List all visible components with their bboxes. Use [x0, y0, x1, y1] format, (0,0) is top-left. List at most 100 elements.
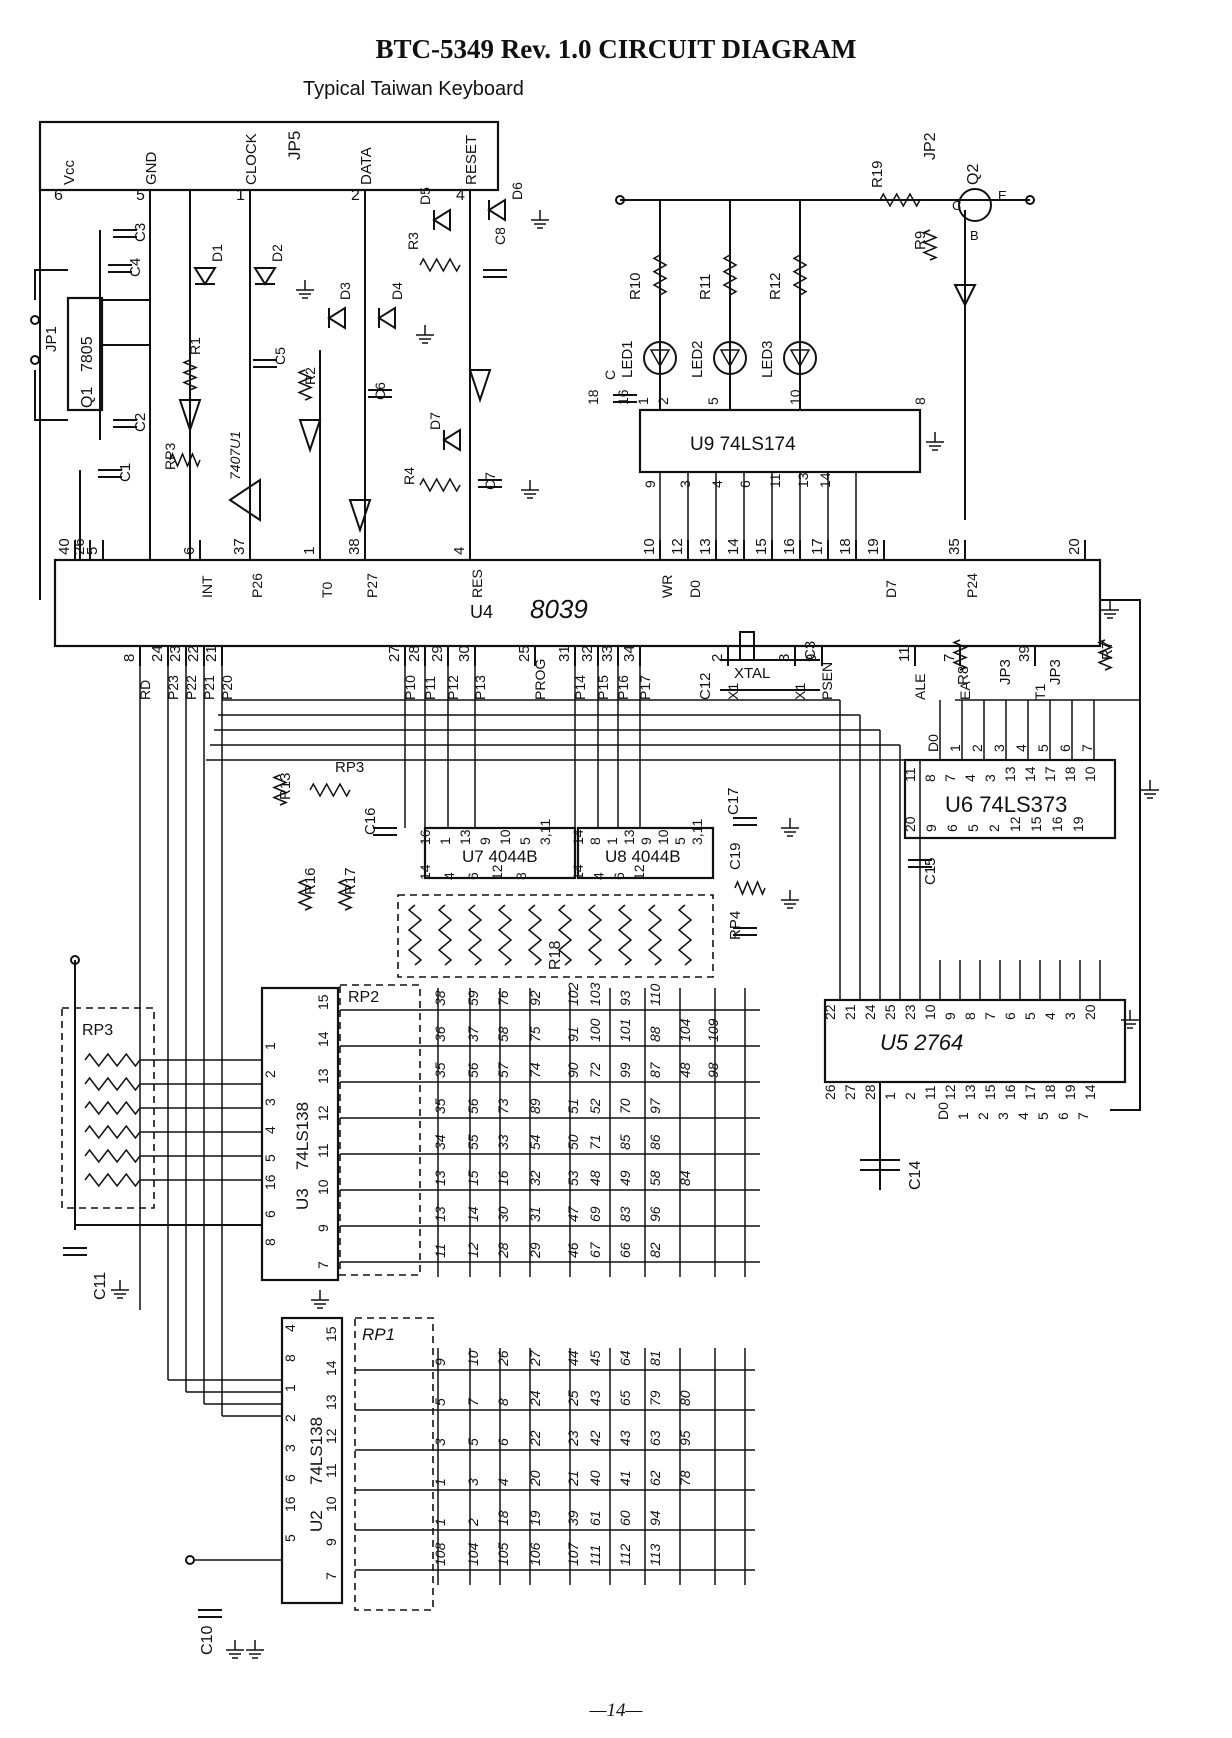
- mcu-pin-name: WR: [659, 575, 675, 598]
- ic-pin-number: 10: [315, 1179, 331, 1195]
- resistor: [297, 879, 313, 911]
- mcu-pin-number: 22: [185, 645, 202, 662]
- ic-pin-number: 10: [922, 1004, 938, 1020]
- ic-pin-number: 16: [1002, 1084, 1018, 1100]
- cap-c12: C12: [697, 672, 714, 700]
- mcu-part: 8039: [530, 594, 588, 624]
- diode: [487, 198, 506, 222]
- data-line-label: 6: [1057, 744, 1073, 752]
- mcu-pin-number: 15: [753, 538, 770, 555]
- mcu-pin-name: P11: [422, 676, 438, 700]
- data-line-label: 7: [1079, 744, 1095, 752]
- u2-ref: U2: [307, 1510, 326, 1532]
- matrix-key-code: 66: [617, 1242, 633, 1258]
- connector-pin-number: 1: [236, 187, 245, 204]
- ic-pin-number: 1: [604, 837, 620, 845]
- matrix-key-code: 34: [432, 1134, 448, 1150]
- matrix-key-code: 93: [617, 990, 633, 1006]
- mcu-pin-number: 40: [56, 538, 73, 555]
- mcu-pin-name: P22: [183, 675, 199, 700]
- mcu-pin-number: 17: [809, 538, 826, 555]
- ic-pin-number: 21: [842, 1004, 858, 1020]
- matrix-key-code: 63: [647, 1430, 663, 1446]
- matrix-key-code: 47: [565, 1205, 581, 1222]
- matrix-key-code: 102: [565, 982, 581, 1006]
- data-line-label: 1: [955, 1112, 971, 1120]
- matrix-key-code: 83: [617, 1206, 633, 1222]
- ic-pin-number: 19: [1070, 816, 1086, 832]
- ic-pin-number: 13: [315, 1068, 331, 1084]
- ic-pin-number: 5: [262, 1154, 278, 1162]
- data-line-label: 3: [991, 744, 1007, 752]
- ic-pin-number: 5: [1022, 1012, 1038, 1020]
- ic-pin-number: 1: [882, 1092, 898, 1100]
- mcu-pin-name: P15: [595, 675, 611, 700]
- mcu-pin-number: 13: [697, 538, 714, 555]
- ic-pin-number: 16: [417, 829, 433, 845]
- resistor: [84, 1172, 141, 1188]
- crystal-label: XTAL: [734, 665, 770, 682]
- mcu-pin-name: P23: [165, 675, 181, 700]
- ic-pin-number: 14: [323, 1360, 339, 1376]
- led-driver-section: U9 74LS174 R10LED1R11LED2R12LED3R19R9Q2J…: [585, 132, 1035, 560]
- matrix-key-code: 64: [617, 1350, 633, 1366]
- matrix-key-code: 104: [465, 1542, 481, 1566]
- connector-pin-name: GND: [143, 152, 160, 186]
- mcu-pin-number: 2: [709, 654, 726, 662]
- mcu-pin-name: D7: [883, 580, 899, 598]
- ic-pin-number: 14: [1082, 1084, 1098, 1100]
- latch-pin-number: 16: [615, 389, 631, 405]
- diode: [377, 306, 396, 330]
- matrix-key-code: 53: [565, 1170, 581, 1186]
- mcu-pin-name: P20: [219, 675, 235, 700]
- matrix-key-code: 106: [527, 1542, 543, 1566]
- ic-pin-number: 8: [922, 774, 938, 782]
- ic-pin-number: 15: [1028, 816, 1044, 832]
- ic-pin-number: 10: [323, 1496, 339, 1512]
- ic-pin-number: 10: [1082, 766, 1098, 782]
- ic-pin-number: 15: [315, 994, 331, 1010]
- ic-pin-number: 1: [282, 1384, 298, 1392]
- matrix-key-code: 54: [527, 1134, 543, 1150]
- connector-pin-number: 5: [136, 187, 145, 204]
- resistor: [677, 904, 693, 966]
- matrix-key-code: 15: [465, 1170, 481, 1186]
- matrix-key-code: 1: [432, 1478, 448, 1486]
- ic-pin-number: 24: [862, 1004, 878, 1020]
- resistor-label: R17: [342, 867, 359, 895]
- ic-pin-number: 4: [590, 872, 606, 880]
- u2-part: 74LS138: [307, 1417, 326, 1485]
- matrix-key-code: 80: [677, 1390, 693, 1406]
- matrix-key-code: 22: [527, 1430, 543, 1447]
- capacitor-label: RP4: [727, 911, 744, 940]
- matrix-key-code: 104: [677, 1018, 693, 1042]
- resistor: [792, 254, 808, 296]
- ic-pin-number: 9: [315, 1224, 331, 1232]
- matrix-key-code: 27: [527, 1349, 543, 1367]
- ic-pin-number: 14: [570, 829, 586, 845]
- latch-pin-number: 13: [795, 472, 811, 488]
- resistor-label: R10: [627, 272, 644, 300]
- mcu-pin-name: EA: [957, 681, 973, 700]
- page-number: —14—: [589, 1700, 643, 1721]
- latch-pin-number: 4: [709, 480, 725, 488]
- capacitor-label: C4: [127, 258, 144, 277]
- ic-pin-number: 9: [477, 837, 493, 845]
- ic-pin-number: 4: [1042, 1012, 1058, 1020]
- connector-pin-name: RESET: [463, 135, 480, 185]
- data-line-label: 4: [1013, 744, 1029, 752]
- transistor-pin: C: [952, 198, 961, 213]
- latch-pin-number: 10: [787, 389, 803, 405]
- mcu-pin-name: RD: [137, 680, 153, 700]
- matrix-key-code: 25: [565, 1390, 581, 1407]
- ic-pin-number: 12: [323, 1428, 339, 1444]
- ic-pin-number: 9: [638, 837, 654, 845]
- resistor: [419, 477, 461, 493]
- ic-pin-number: 16: [1049, 816, 1065, 832]
- matrix-key-code: 2: [465, 1518, 481, 1527]
- ic-pin-number: 22: [822, 1004, 838, 1020]
- data-line-label: 5: [1035, 744, 1051, 752]
- led-icon: [719, 349, 741, 368]
- connector-pin-name: CLOCK: [243, 133, 260, 185]
